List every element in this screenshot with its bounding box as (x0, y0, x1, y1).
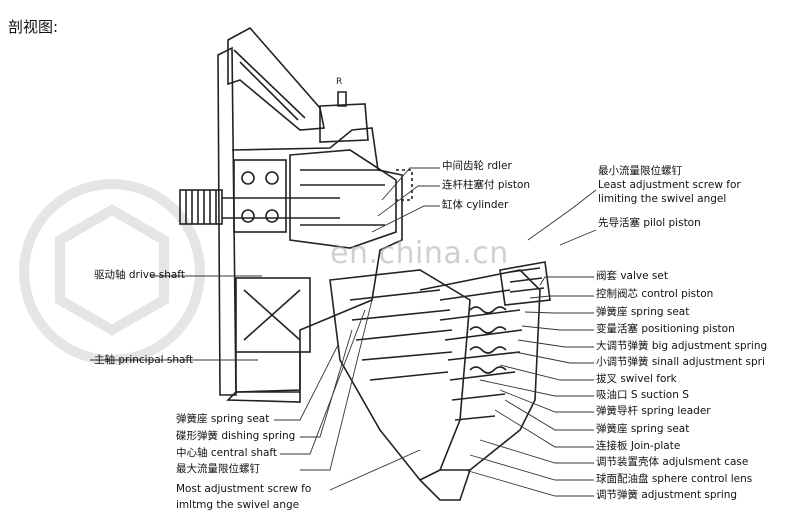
label-control-piston: 控制阀芯 control piston (596, 288, 714, 300)
label-most-adj-cn: 最大流量限位螺钉 (176, 463, 260, 475)
label-dishing-spring: 碟形弹簧 dishing spring (176, 430, 296, 442)
label-positioning-piston: 变量活塞 positioning piston (596, 323, 735, 335)
label-suction: 吸油口 S suction S (596, 389, 689, 401)
label-least-adj-cn: 最小流量限位螺钉 (598, 165, 682, 177)
label-valve-set: 阀套 valve set (596, 270, 668, 282)
label-central-shaft: 中心轴 central shaft (176, 447, 278, 459)
label-pilot-piston: 先导活塞 pilol piston (598, 217, 701, 229)
diagram-letter-r: R (336, 77, 342, 87)
label-least-adj-en2: limiting the swivel angel (598, 193, 727, 205)
label-big-adj-spring: 大调节弹簧 big adjustment spring (596, 340, 768, 352)
label-cylinder: 缸体 cylinder (442, 199, 509, 211)
label-swivel-fork: 拔叉 swivel fork (596, 373, 677, 385)
label-small-adj-spring: 小调节弹簧 sinall adjustment spri (596, 356, 765, 368)
label-most-adj-en2: imltmg the swivel ange (176, 499, 300, 511)
label-least-adj-en1: Least adjustment screw for (598, 179, 741, 191)
leader-lines (90, 167, 597, 497)
label-piston-rod: 连杆柱塞付 piston (442, 179, 531, 191)
watermark-text: en.china.cn (330, 236, 509, 271)
pump-body (179, 26, 551, 501)
label-spring-leader: 弹簧导杆 spring leader (596, 405, 711, 417)
label-join-plate: 连接板 Join-plate (596, 440, 681, 452)
label-spring-seat-right: 弹簧座 spring seat (596, 306, 690, 318)
label-principal-shaft: 主轴 principal shaft (94, 354, 194, 366)
label-adj-spring: 调节弹簧 adjustment spring (596, 489, 738, 501)
label-spring-seat-right-2: 弹簧座 spring seat (596, 423, 690, 435)
label-most-adj-en1: Most adjustment screw fo (176, 483, 312, 495)
label-adj-case: 调节装置壳体 adjulsment case (596, 456, 749, 468)
label-mid-gear: 中间齿轮 rdler (442, 160, 512, 172)
label-sphere-lens: 球面配油盘 sphere control lens (596, 473, 753, 485)
label-drive-shaft: 驱动轴 drive shaft (94, 269, 185, 281)
page-title: 剖视图: (8, 18, 59, 36)
label-spring-seat-left: 弹簧座 spring seat (176, 413, 270, 425)
